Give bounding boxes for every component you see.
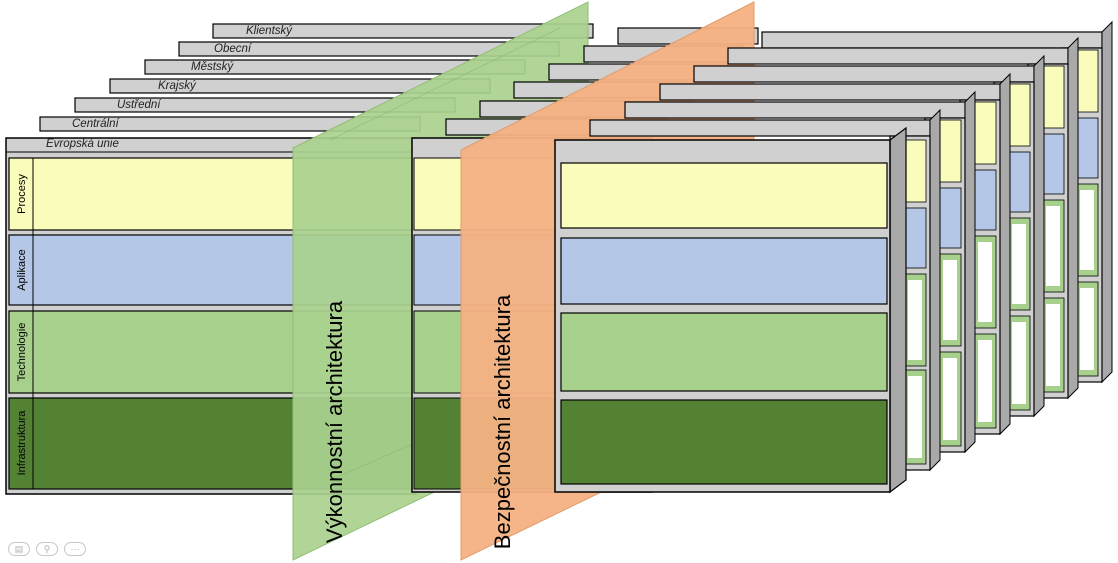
level-label-evropska-unie: Evropská unie [46,138,119,150]
right-layer-procesy [560,162,888,229]
level-tab: Centrální [39,116,421,132]
level-label-centralni: Centrální [72,118,120,130]
level-label-mestsky: Městský [191,61,234,73]
layer-label-procesy: Procesy [16,174,28,214]
level-tab: Ústřední [74,97,456,113]
level-label-klientsky: Klientský [246,25,293,37]
level-label-ustredni: Ústřední [117,98,162,111]
page-icon[interactable]: ▤ [8,542,30,556]
right-layer-infrastruktura [560,399,888,485]
plane-label-bezpecnostni: Bezpečnostní architektura [490,294,515,549]
plane-label-vykonnostni: Výkonnostní architektura [322,300,347,543]
level-label-krajsky: Krajský [158,80,197,92]
viewer-controls: ▤ ⚲ ⋯ [8,542,86,556]
level-label-obecni: Obecní [214,43,253,55]
level-tab: Klientský [212,23,594,39]
right-card [693,54,1045,418]
right-front-card [554,126,907,494]
right-layer-aplikace [560,237,888,305]
zoom-icon[interactable]: ⚲ [36,542,58,556]
right-card [727,36,1079,400]
layer-label-technologie: Technologie [16,323,28,382]
level-tab: Městský [144,59,526,75]
right-layer-technologie [560,312,888,392]
more-icon[interactable]: ⋯ [64,542,86,556]
layer-label-aplikace: Aplikace [16,249,28,291]
level-tab: Obecní [178,41,560,57]
right-stack [554,20,1113,494]
layer-label-infrastruktura: Infrastruktura [16,410,28,476]
